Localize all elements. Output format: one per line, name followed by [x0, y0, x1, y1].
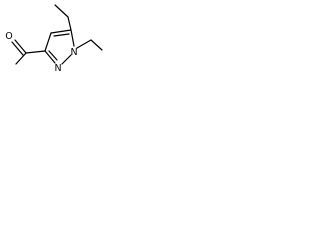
pyrazole-structure-diagram: O N N	[5, 4, 103, 74]
oxygen-atom-label: O	[5, 31, 12, 42]
carbonyl-double-bond-b	[11, 41, 24, 56]
ethyl-5-ch2-bond	[67, 16, 72, 31]
ethyl-1-ch2-bond	[76, 39, 92, 49]
ethyl-5-terminal-bond	[54, 4, 69, 18]
ring-bond-c3-n2-double-inner	[48, 50, 58, 61]
ring-bond-c3-n2-double-outer	[44, 50, 56, 64]
carbonyl-double-bond-a	[14, 39, 27, 54]
ring-bond-c5-c4-double-inner	[53, 33, 70, 37]
nitrogen-2-atom-label: N	[54, 63, 61, 74]
ring-bond-n2-n1	[61, 54, 72, 65]
ethyl-1-terminal-bond	[90, 39, 103, 51]
ring-bond-n1-c5	[70, 29, 75, 47]
ring-bond-c4-c3	[44, 32, 52, 52]
acetyl-methyl-bond	[15, 52, 27, 65]
acetyl-c3-carbonyl-bond	[25, 50, 46, 54]
nitrogen-1-atom-label: N	[70, 47, 77, 58]
ring-bond-c5-c4-double-outer	[50, 29, 72, 34]
